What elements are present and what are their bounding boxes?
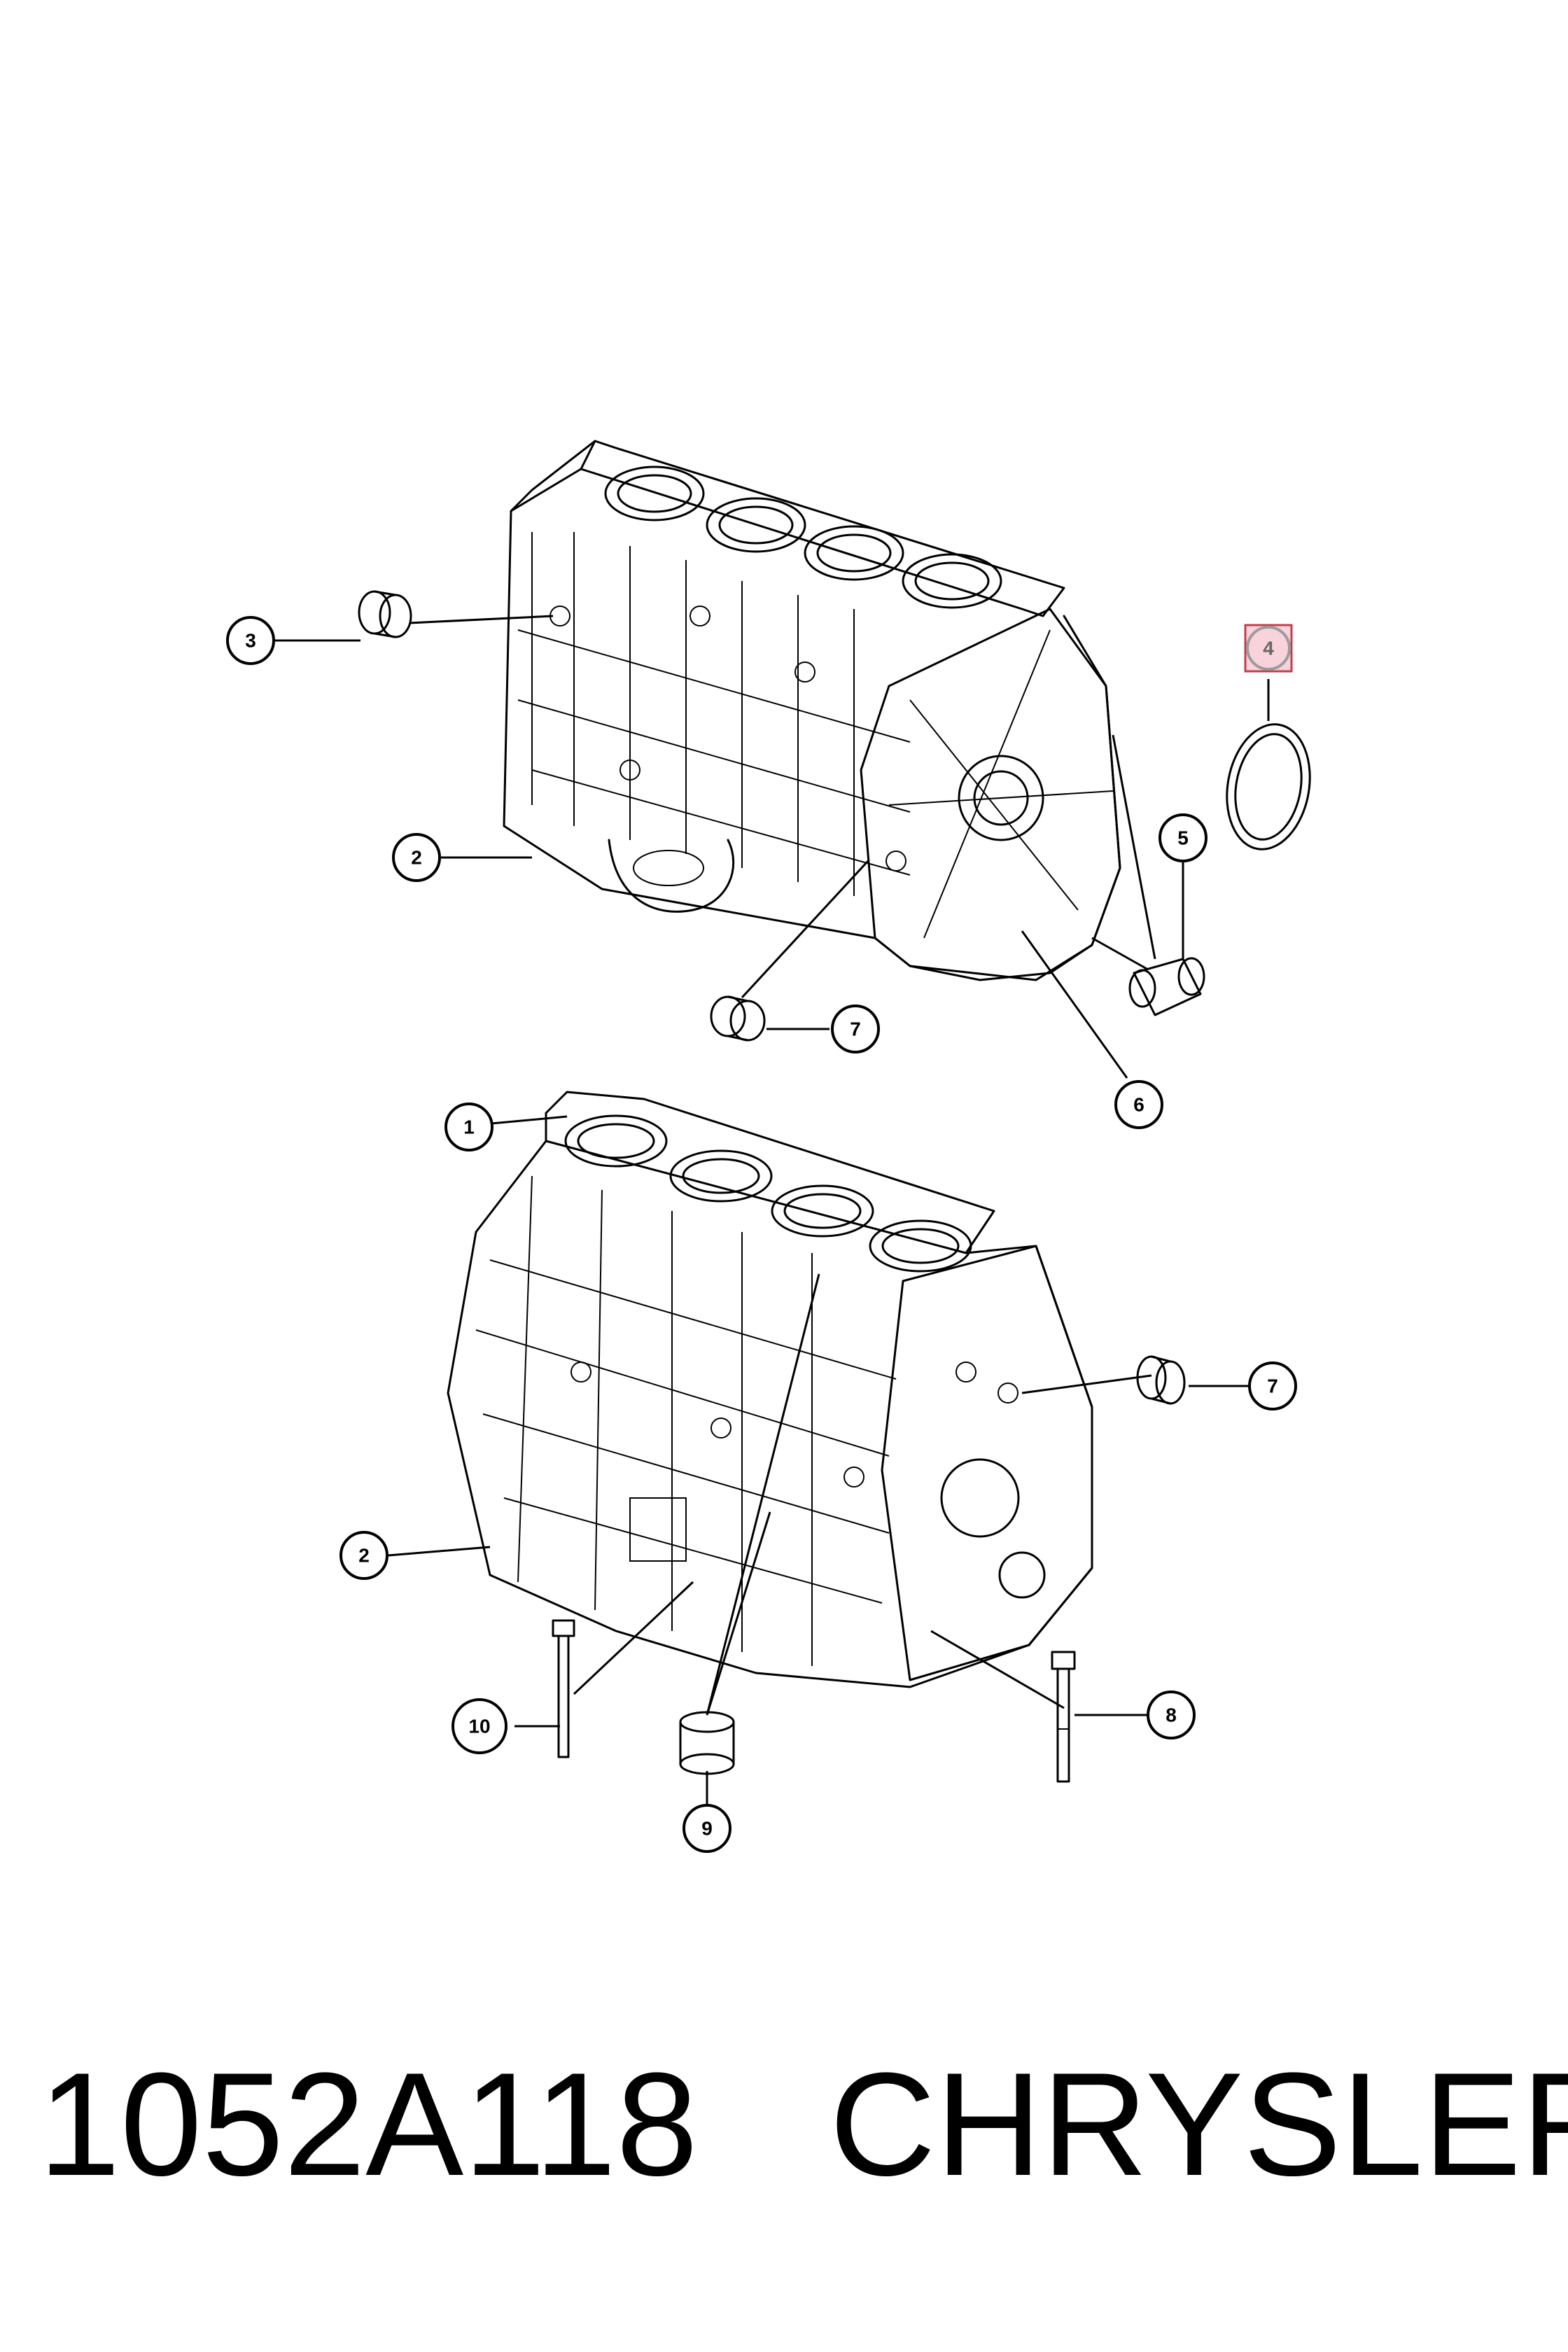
- callout-6-top[interactable]: 6: [1114, 1080, 1163, 1129]
- svg-text:4: 4: [1263, 638, 1274, 659]
- callout-1-bottom[interactable]: 1: [444, 1102, 493, 1152]
- svg-text:10: 10: [468, 1716, 490, 1737]
- svg-text:2: 2: [358, 1545, 370, 1567]
- bolt-8: [1051, 1651, 1076, 1783]
- svg-text:6: 6: [1133, 1094, 1144, 1116]
- callout-2-top[interactable]: 2: [392, 833, 441, 882]
- svg-text:1: 1: [463, 1116, 475, 1138]
- bolt-10: [552, 1619, 575, 1758]
- callout-5-top[interactable]: 5: [1158, 813, 1208, 862]
- dowel-9: [679, 1711, 735, 1775]
- svg-text:5: 5: [1177, 827, 1189, 849]
- dowel-sleeve-top-right: [1128, 957, 1205, 1016]
- callout-2-bottom[interactable]: 2: [340, 1531, 388, 1580]
- svg-text:9: 9: [701, 1818, 713, 1840]
- callout-3-top[interactable]: 3: [226, 616, 275, 665]
- callout-10-bottom[interactable]: 10: [451, 1698, 507, 1754]
- cup-plug-bottom-right: [1136, 1355, 1186, 1405]
- engine-block-top: [503, 440, 1121, 981]
- brand-name: CHRYSLER: [830, 2042, 1568, 2206]
- oil-seal-ring: [1226, 723, 1311, 850]
- callout-7-bottom[interactable]: 7: [1248, 1362, 1297, 1410]
- svg-text:3: 3: [245, 630, 256, 652]
- callout-7-top[interactable]: 7: [831, 1004, 880, 1054]
- svg-text:8: 8: [1166, 1704, 1177, 1726]
- engine-block-bottom: [447, 1091, 1093, 1688]
- svg-text:7: 7: [1267, 1376, 1278, 1397]
- callout-8-bottom[interactable]: 8: [1147, 1690, 1196, 1740]
- cup-plug-top-bottom: [710, 995, 766, 1042]
- callout-9-bottom[interactable]: 9: [682, 1804, 732, 1853]
- part-number: 1052A118: [38, 2042, 699, 2206]
- svg-text:2: 2: [411, 847, 422, 869]
- callout-4-top[interactable]: 4: [1244, 624, 1293, 673]
- svg-text:7: 7: [850, 1018, 861, 1040]
- cup-plug-top-left: [358, 590, 412, 638]
